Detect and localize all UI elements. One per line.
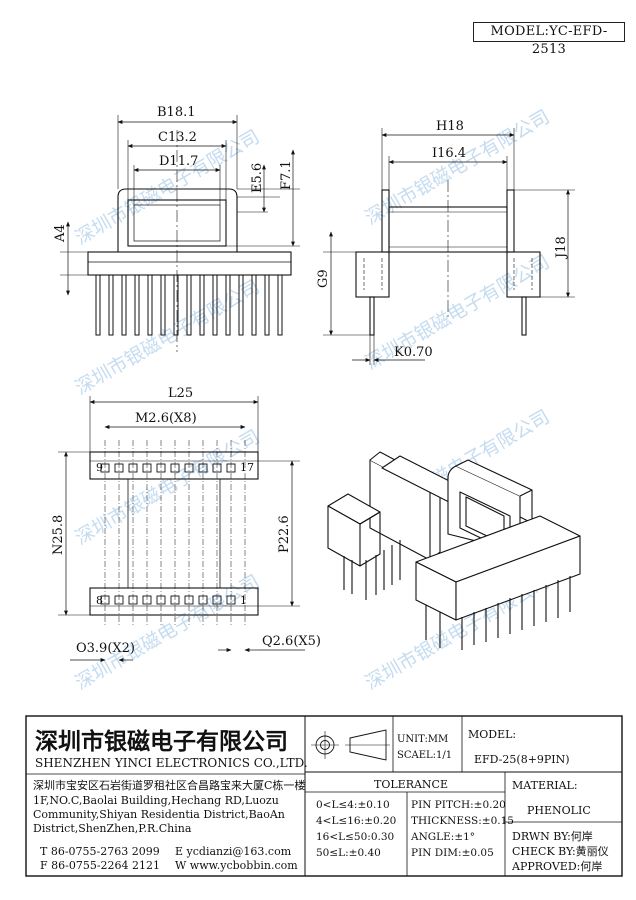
material-label: MATERIAL: [512, 779, 578, 792]
tolerance-row-1: 0<L≤4:±0.10 [316, 799, 390, 811]
bottom-view [58, 396, 305, 662]
angle-tolerance: ANGLE:±1° [410, 831, 475, 843]
company-name-cn: 深圳市银磁电子有限公司 [35, 728, 288, 755]
title-block-text: 深圳市银磁电子有限公司 SHENZHEN YINCI ELECTRONICS C… [33, 728, 609, 873]
checked-by: CHECK BY:黄丽仪 [512, 844, 609, 858]
website: W www.ycbobbin.com [175, 859, 298, 872]
dim-g: G9 [316, 269, 331, 288]
dim-d: D11.7 [159, 154, 198, 169]
dim-j: J18 [554, 236, 569, 260]
tolerance-row-3: 16<L≤50:0.30 [316, 831, 394, 843]
watermark-text: 深圳市银磁电子有限公司 [362, 251, 554, 375]
isometric-view [327, 451, 581, 650]
pin-pitch-tolerance: PIN PITCH:±0.20 [411, 799, 506, 811]
dim-h: H18 [436, 119, 464, 134]
address-en-line-2: Community,Shiyan Residentia District,Bao… [33, 808, 285, 821]
dim-b: B18.1 [157, 105, 196, 120]
company-name-en: SHENZHEN YINCI ELECTRONICS CO.,LTD. [35, 756, 308, 770]
address-cn: 深圳市宝安区石岩街道罗租社区合昌路宝来大厦C栋一楼 [33, 778, 305, 792]
model-value: EFD-25(8+9PIN) [474, 753, 570, 766]
title-block [25, 715, 623, 877]
pin-9-label: 9 [96, 461, 103, 474]
bottom-view-labels: L25 M2.6(X8) N25.8 P22.6 O3.9(X2) Q2.6(X… [51, 386, 321, 656]
material-value: PHENOLIC [527, 804, 591, 817]
scale: SCAEL:1/1 [397, 750, 452, 761]
front-view [60, 115, 300, 352]
pin-8-label: 8 [96, 594, 103, 607]
dim-i: I16.4 [432, 146, 466, 161]
dim-m: M2.6(X8) [135, 411, 197, 426]
telephone: T 86-0755-2763 2099 [40, 845, 160, 858]
dim-a: A4 [53, 224, 68, 243]
pin-1-label: 1 [240, 594, 247, 607]
side-view [323, 128, 575, 365]
watermark-text: 深圳市银磁电子有限公司 [72, 571, 264, 695]
tolerance-row-2: 4<L≤16:±0.20 [316, 815, 396, 827]
approved-by: APPROVED:何岸 [511, 860, 602, 873]
dim-l: L25 [168, 386, 193, 401]
model-number: MODEL:YC-EFD-2513 [473, 22, 625, 57]
dim-f: F7.1 [279, 160, 294, 190]
watermark-text: 深圳市银磁电子有限公司 [72, 426, 264, 550]
address-en-line-3: District,ShenZhen,P.R.China [33, 822, 192, 835]
model-label: MODEL: [468, 728, 516, 741]
dim-q: Q2.6(X5) [262, 634, 321, 649]
side-view-labels: H18 I16.4 J18 G9 K0.70 [316, 119, 569, 360]
pin-17-label: 17 [240, 461, 254, 474]
dim-e: E5.6 [250, 163, 265, 193]
address-en-line-1: 1F,NO.C,Baolai Building,Hechang RD,Luozu [33, 794, 279, 807]
email: E ycdianzi@163.com [175, 845, 292, 858]
dim-o: O3.9(X2) [76, 641, 135, 656]
unit: UNIT:MM [397, 734, 448, 745]
drawn-by: DRWN BY:何岸 [512, 830, 593, 843]
dim-p: P22.6 [277, 515, 292, 553]
front-view-labels: B18.1 C13.2 D11.7 E5.6 F7.1 A4 [53, 105, 294, 243]
dim-k: K0.70 [394, 345, 433, 360]
tolerance-row-4: 50≤L:±0.40 [316, 847, 381, 859]
tolerance-title: TOLERANCE [374, 778, 448, 791]
dim-c: C13.2 [158, 130, 197, 145]
fax: F 86-0755-2264 2121 [40, 859, 160, 872]
pin-dim-tolerance: PIN DIM:±0.05 [411, 847, 494, 859]
dim-n: N25.8 [51, 515, 66, 555]
thickness-tolerance: THICKNESS:±0.15 [411, 815, 514, 827]
